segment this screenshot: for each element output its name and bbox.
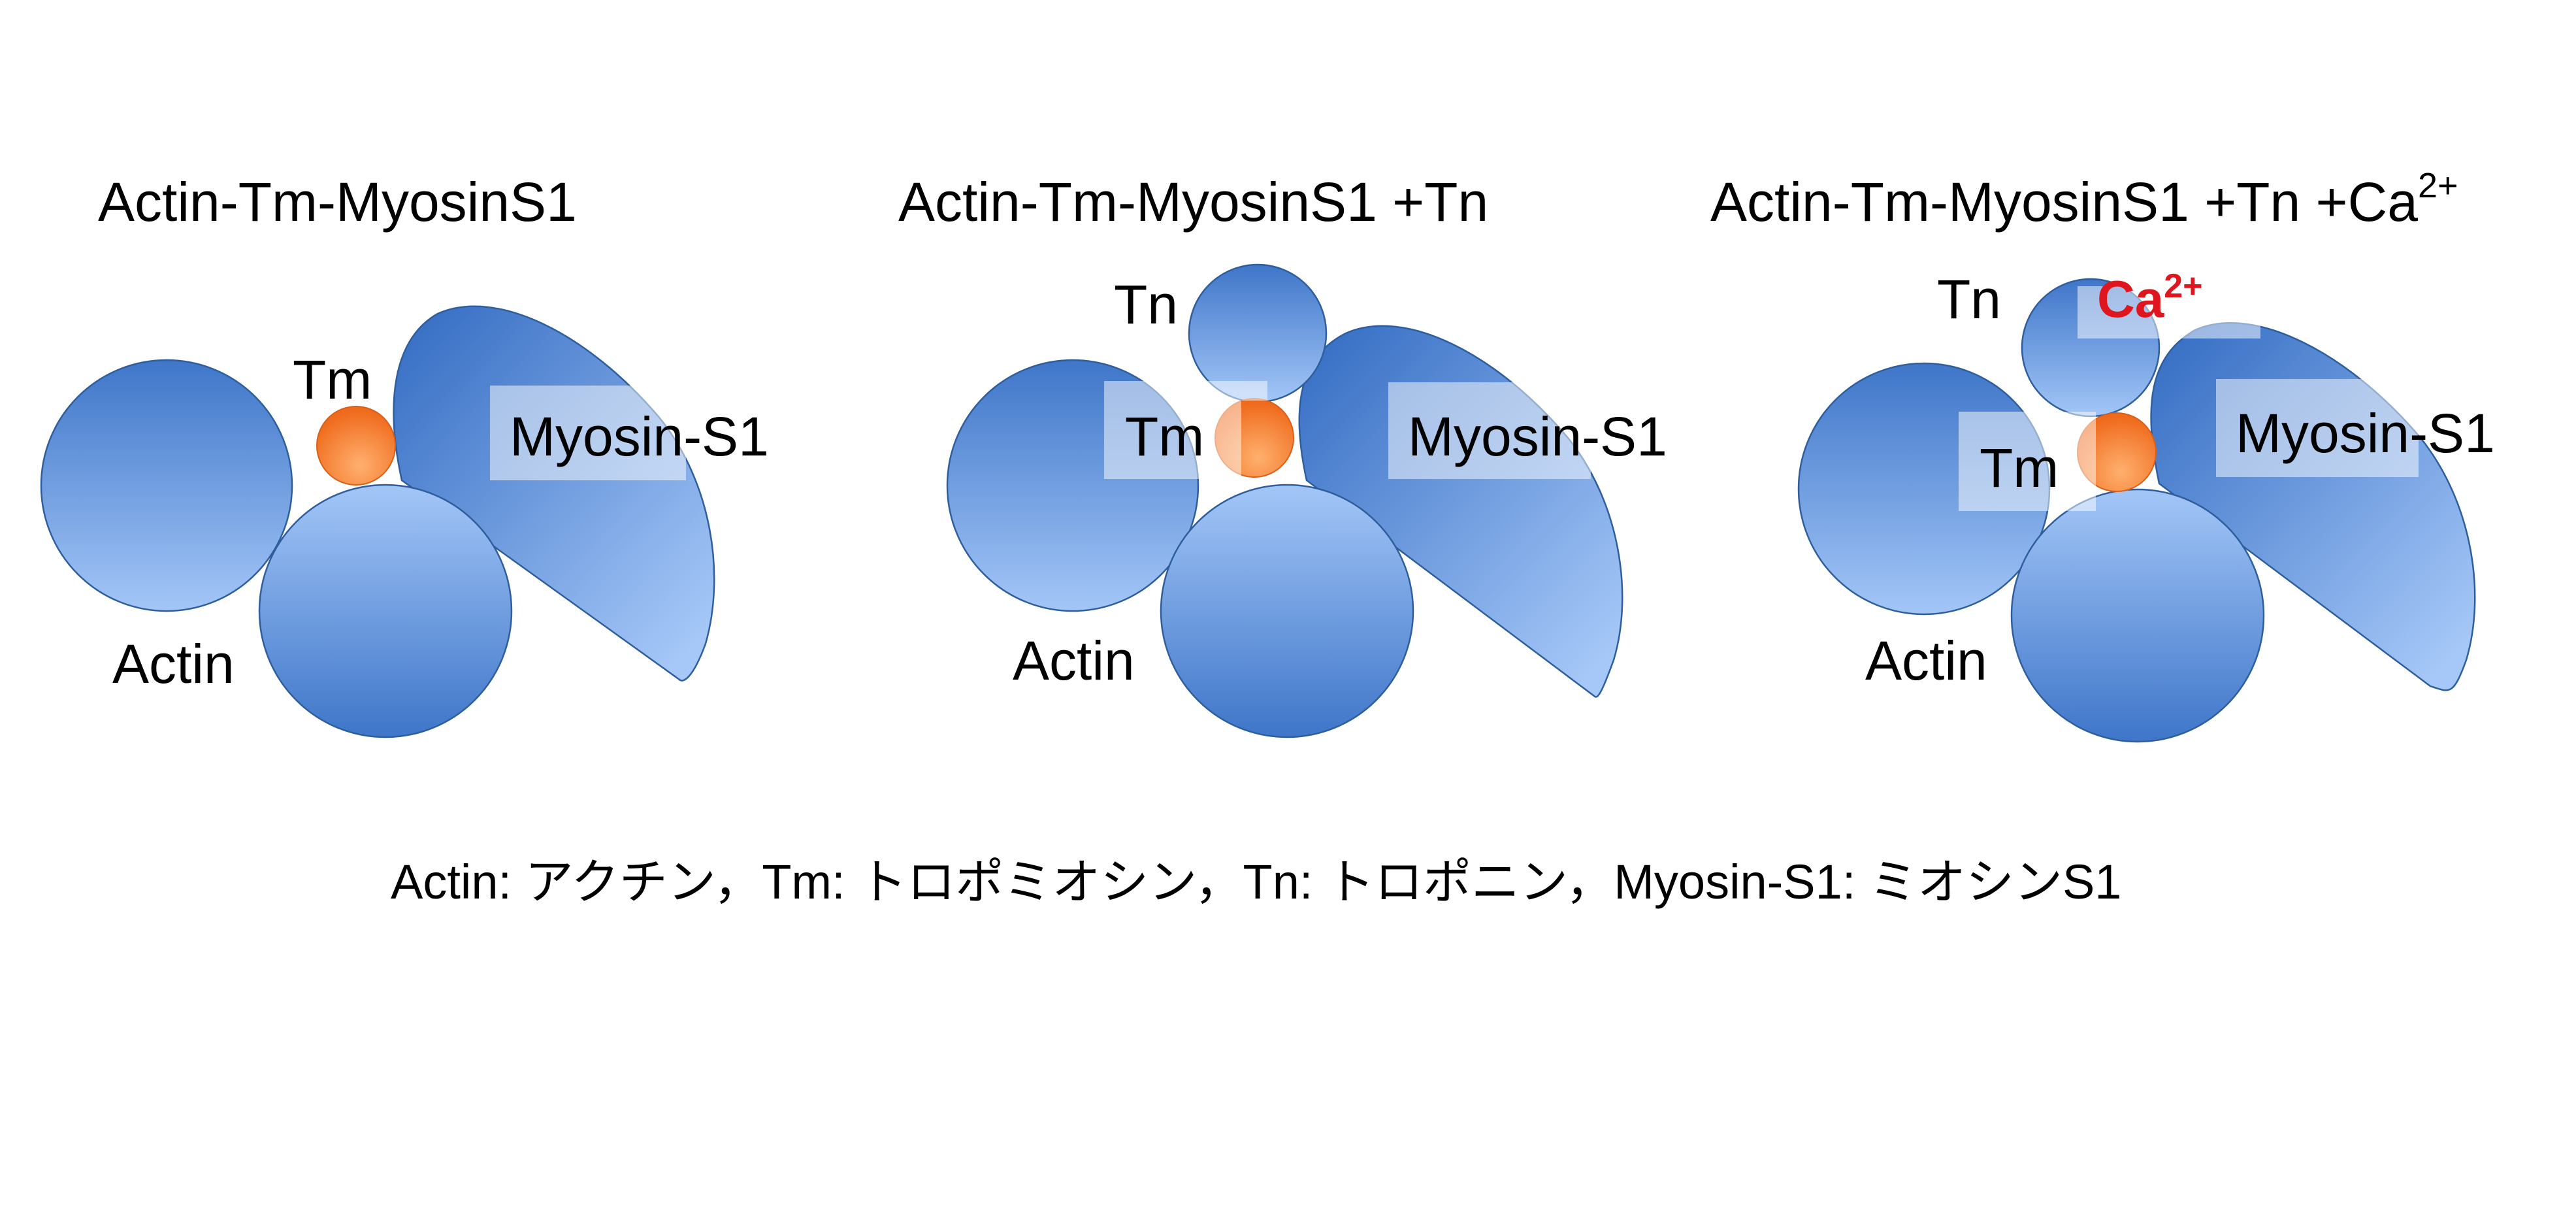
myosin-s1-label: Myosin-S1 — [1408, 406, 1667, 467]
actin-label: Actin — [1013, 630, 1135, 691]
panel-3-title: Actin-Tm-MyosinS1 +Tn +Ca2+ — [1710, 166, 2458, 233]
myosin-label-highlight — [1388, 382, 1591, 479]
actin-label: Actin — [1865, 630, 1987, 691]
calcium-label: Ca2+ — [2097, 267, 2203, 328]
actin-subunit — [1160, 484, 1414, 738]
panel-3: Actin-Tm-MyosinS1 +Tn +Ca2+ Myosin-S1 Ca… — [1710, 166, 2495, 743]
tn-label: Tn — [1114, 274, 1178, 335]
actin-subunit — [2010, 488, 2265, 743]
legend-caption: Actin: アクチン，Tm: トロポミオシン，Tn: トロポニン，Myosin… — [391, 855, 2121, 909]
tn-label: Tn — [1937, 269, 2001, 330]
tm-label: Tm — [1125, 406, 1204, 467]
actin-subunit — [40, 359, 293, 612]
panel-2: Actin-Tm-MyosinS1 +Tn Myosin-S1 Tn Tm Ac… — [898, 171, 1667, 738]
tm-label: Tm — [293, 349, 372, 410]
myosin-s1-label: Myosin-S1 — [510, 406, 769, 467]
tm-label-highlight — [1241, 381, 1267, 401]
tm-label: Tm — [1980, 437, 2059, 499]
tm-label-highlight — [1959, 412, 2096, 511]
tm-label-highlight — [1104, 381, 1241, 479]
ca-label-highlight — [2078, 286, 2260, 339]
panel-2-title: Actin-Tm-MyosinS1 +Tn — [898, 171, 1488, 233]
tropomyosin-sphere — [316, 406, 396, 486]
panel-1-title: Actin-Tm-MyosinS1 — [98, 171, 577, 233]
panel-1: Actin-Tm-MyosinS1 Myosin-S1 Tm Actin — [40, 171, 769, 738]
actin-label: Actin — [112, 633, 235, 695]
myosin-label-highlight — [490, 386, 686, 480]
myosin-label-highlight — [2216, 379, 2419, 477]
actin-subunit — [258, 484, 513, 738]
myosin-s1-label: Myosin-S1 — [2236, 403, 2495, 464]
